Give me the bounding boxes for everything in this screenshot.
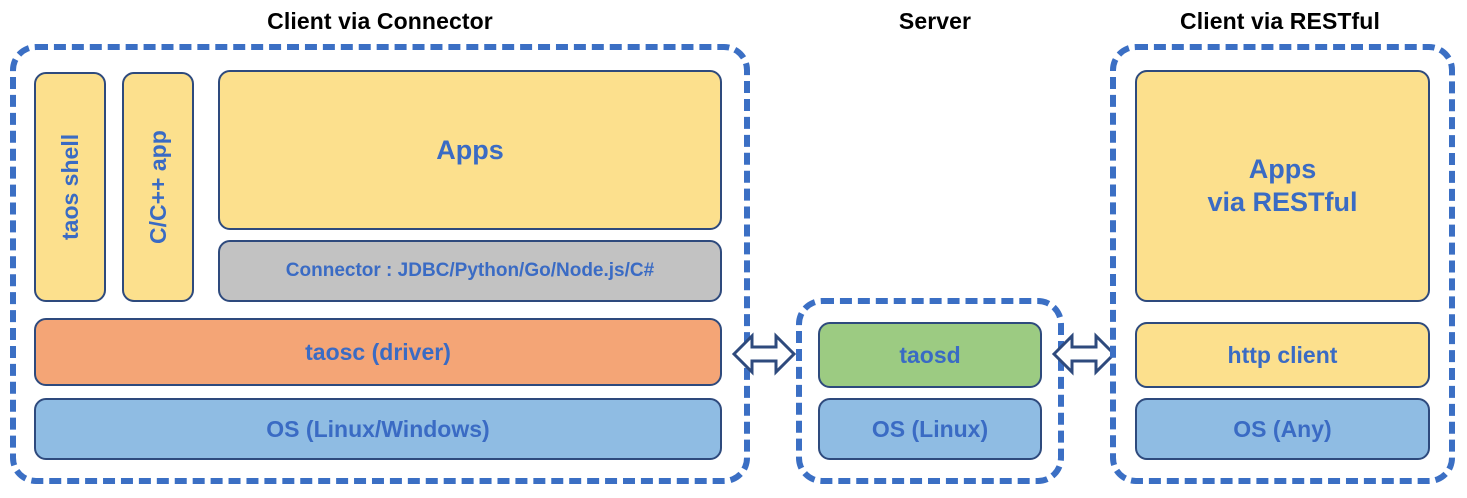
group-server — [796, 298, 1064, 484]
box-apps-via-restful-line1: Apps — [1248, 154, 1317, 185]
section-title-client-restful: Client via RESTful — [1180, 8, 1380, 34]
box-os-linux-windows[interactable]: OS (Linux/Windows) — [34, 398, 722, 460]
group-client-via-restful — [1110, 44, 1455, 484]
box-apps-via-restful-line2: via RESTful — [1207, 187, 1358, 217]
box-os-linux[interactable]: OS (Linux) — [818, 398, 1042, 460]
box-connector-list[interactable]: Connector : JDBC/Python/Go/Node.js/C# — [218, 240, 722, 302]
box-os-any[interactable]: OS (Any) — [1135, 398, 1430, 460]
section-title-client-connector: Client via Connector — [267, 8, 493, 34]
bidirectional-arrow-left — [731, 325, 797, 383]
section-title-server: Server — [898, 8, 972, 34]
box-c-cpp-app[interactable]: C/C++ app — [122, 72, 194, 302]
box-apps-via-restful[interactable]: Apps via RESTful — [1135, 70, 1430, 302]
box-apps-connector[interactable]: Apps — [218, 70, 722, 230]
bidirectional-arrow-right — [1051, 325, 1117, 383]
box-taosc-driver[interactable]: taosc (driver) — [34, 318, 722, 386]
box-taosd[interactable]: taosd — [818, 322, 1042, 388]
box-taos-shell[interactable]: taos shell — [34, 72, 106, 302]
box-http-client[interactable]: http client — [1135, 322, 1430, 388]
group-client-via-connector — [10, 44, 750, 484]
